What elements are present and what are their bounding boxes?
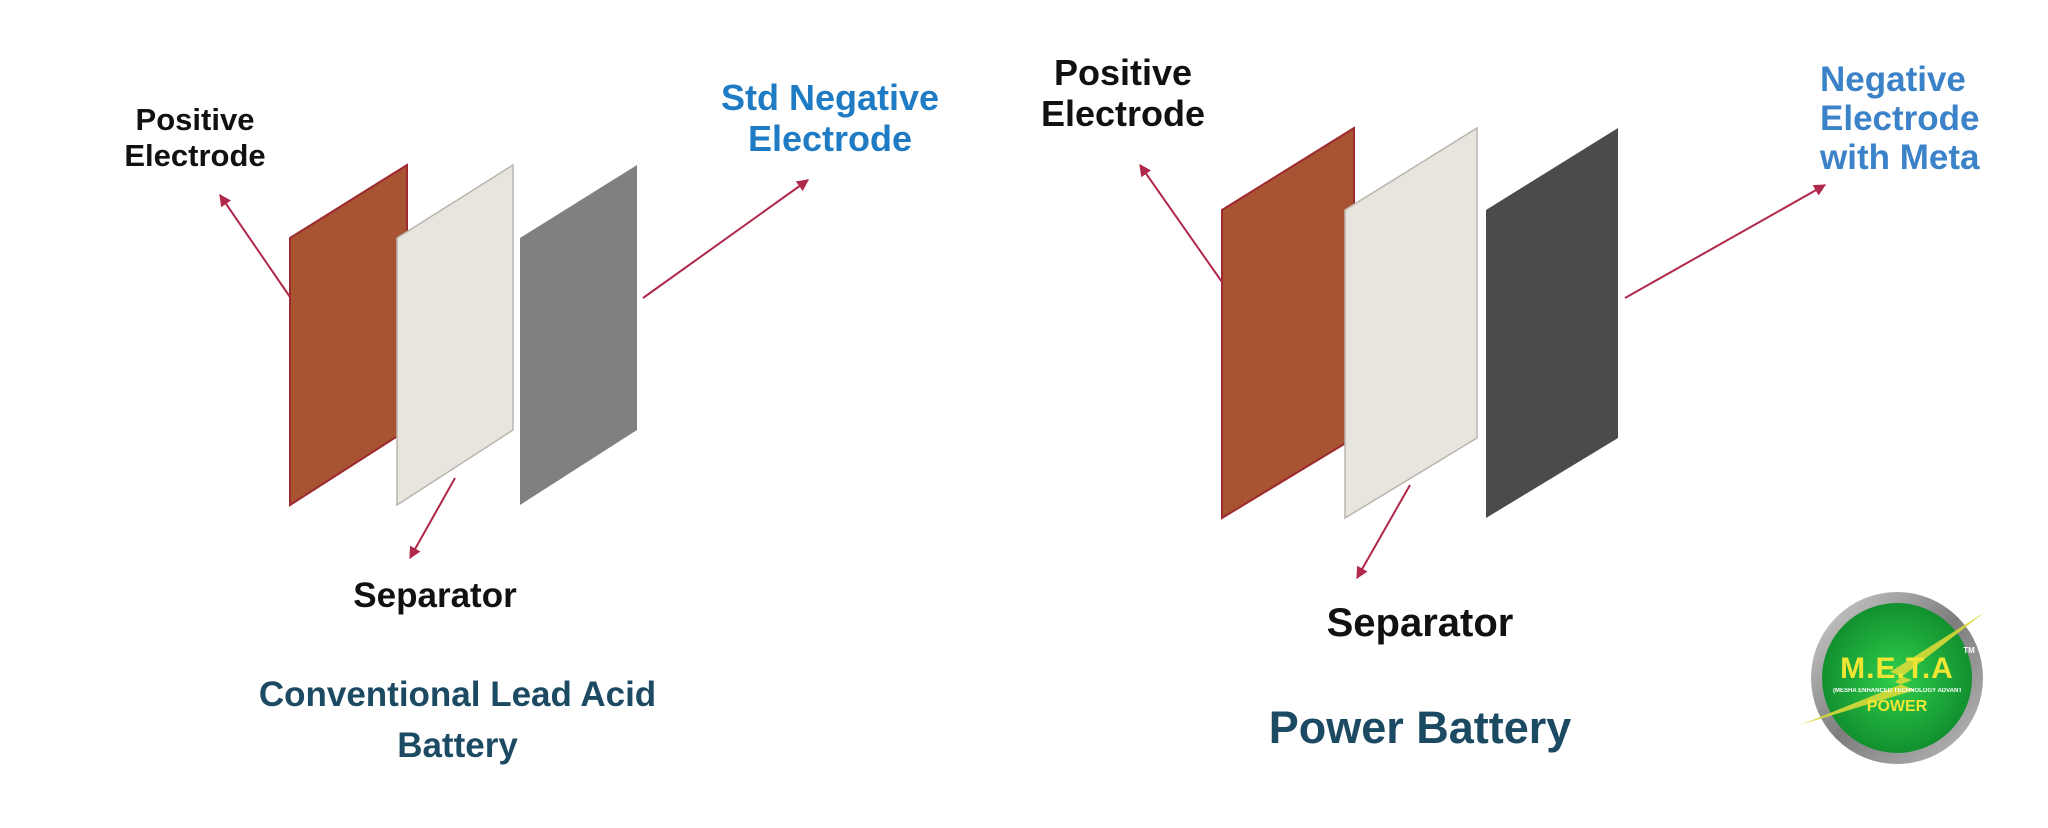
left-positive-plate (289, 163, 408, 507)
logo-tagline: (MESHA ENHANCED TECHNOLOGY ADVANTAGE) (1833, 688, 1961, 694)
left-negative-plate (520, 165, 637, 505)
logo-name: M.E.T.A (1840, 652, 1954, 685)
left-positive-arrow (219, 194, 291, 298)
left-negative-label: Std Negative Electrode (720, 77, 940, 160)
arrows (219, 164, 1827, 580)
left-positive-label: Positive Electrode (124, 102, 266, 173)
right-diagram-title: Power Battery (1268, 702, 1572, 753)
left-separator-arrow (409, 477, 456, 560)
left-separator-plate (396, 163, 514, 507)
right-positive-plate (1221, 126, 1355, 520)
right-positive-arrow (1139, 164, 1223, 283)
left-diagram-title: Conventional Lead Acid Battery (258, 675, 657, 765)
right-plates (1221, 126, 1618, 520)
right-negative-plate (1486, 128, 1618, 518)
right-separator-arrow (1356, 484, 1411, 580)
logo-disc (1822, 603, 1972, 753)
left-plates (289, 163, 637, 507)
logo-trademark: TM (1963, 646, 1975, 655)
right-separator-label: Separator (1326, 601, 1514, 645)
right-separator-plate (1344, 126, 1478, 520)
right-negative-arrow (1624, 184, 1827, 299)
right-negative-label: Negative Electrode with Meta (1820, 60, 1980, 178)
logo-power: POWER (1866, 698, 1928, 715)
meta-power-logo (1800, 592, 1985, 764)
right-positive-label: Positive Electrode (1040, 52, 1206, 135)
left-separator-label: Separator (353, 576, 517, 615)
left-negative-arrow (642, 179, 809, 299)
